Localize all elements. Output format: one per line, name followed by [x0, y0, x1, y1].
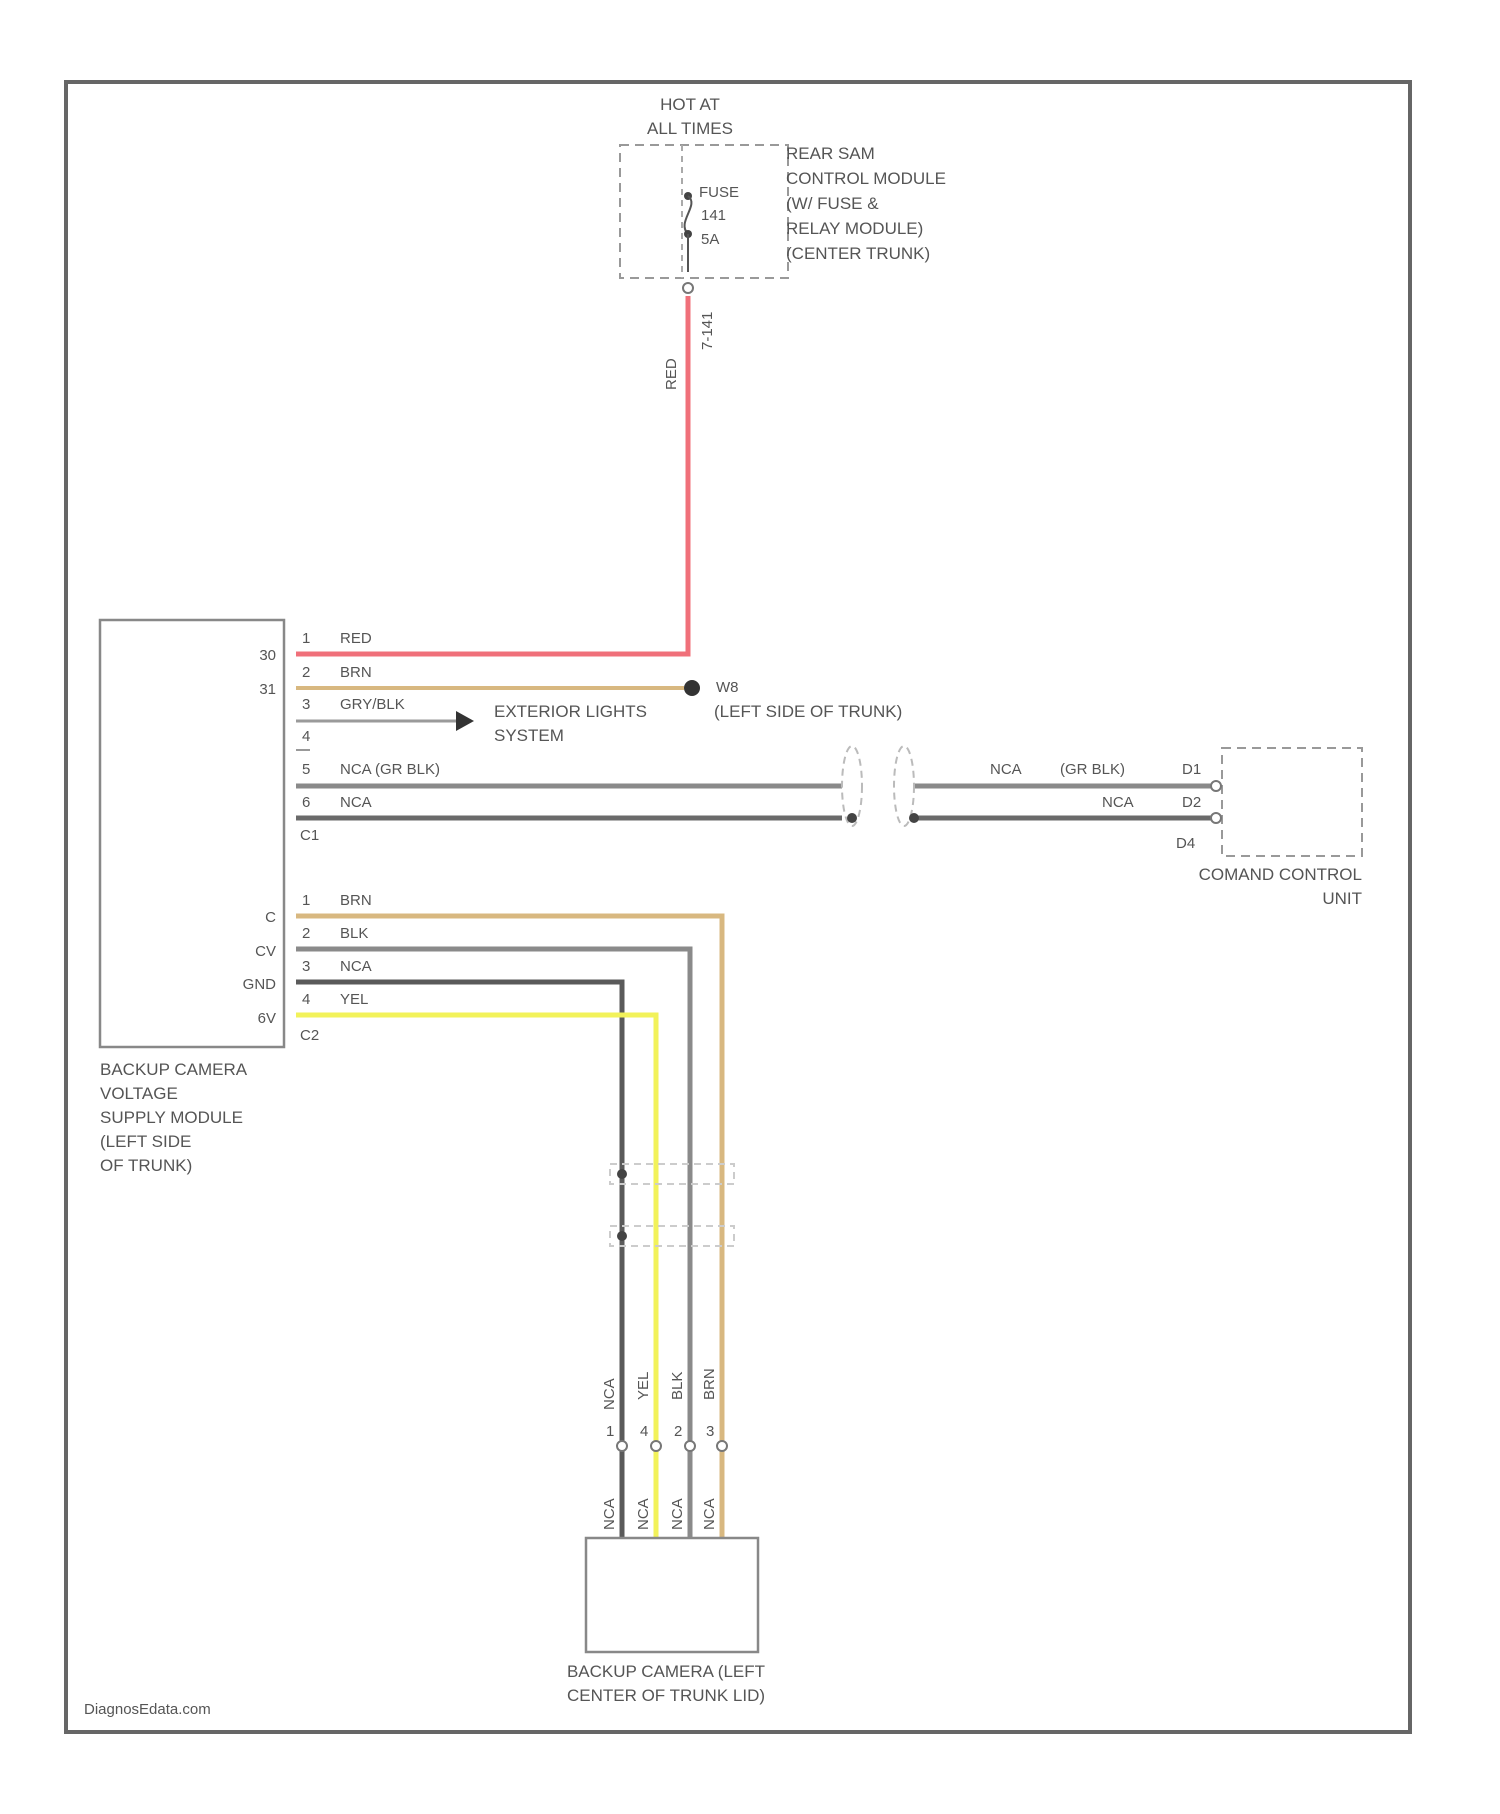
watermark: DiagnosEdata.com [84, 1701, 211, 1718]
c1-wire-5-color: NCA (GR BLK) [340, 761, 440, 778]
voltage-module-line1: BACKUP CAMERA [100, 1060, 248, 1079]
module-pin-31: 31 [259, 681, 276, 698]
camera-pin-3: 3 [706, 1423, 714, 1440]
fuse-number: 141 [701, 207, 726, 224]
comand-pin-d4: D4 [1176, 835, 1195, 852]
rear-sam-line3: (W/ FUSE & [786, 194, 879, 213]
module-pin-gnd: GND [243, 976, 277, 993]
ground-terminal [684, 680, 700, 696]
camera-upper-label-2: YEL [635, 1372, 652, 1400]
c2-wire-1-color: BRN [340, 892, 372, 909]
camera-terminal-1 [617, 1441, 627, 1451]
red-wire-top-pin [683, 283, 693, 293]
backup-camera-line2: CENTER OF TRUNK LID) [567, 1686, 765, 1705]
c2-wire-4-num: 4 [302, 991, 310, 1008]
connector-c1-label: C1 [300, 827, 319, 844]
rear-sam-line1: REAR SAM [786, 144, 875, 163]
c1-wire-3-color: GRY/BLK [340, 696, 405, 713]
camera-upper-label-4: BRN [701, 1368, 718, 1400]
comand-pin-d1-terminal [1211, 781, 1221, 791]
c1-wire-5-num: 5 [302, 761, 310, 778]
comand-wire-label-1: NCA [990, 761, 1022, 778]
exterior-lights-line1: EXTERIOR LIGHTS [494, 702, 647, 721]
camera-pin-2: 2 [674, 1423, 682, 1440]
c2-wire-4-color: YEL [340, 991, 368, 1008]
inline-connector-dot-upper [617, 1169, 627, 1179]
comand-wire-label-3: NCA [1102, 794, 1134, 811]
c1-wire-2-num: 2 [302, 664, 310, 681]
comand-pin-d1: D1 [1182, 761, 1201, 778]
power-source-line1: HOT AT [660, 95, 720, 114]
camera-terminal-3 [717, 1441, 727, 1451]
camera-pin-4: 4 [640, 1423, 648, 1440]
inline-connector-dot-lower [617, 1231, 627, 1241]
fuse-amps: 5A [701, 231, 719, 248]
camera-pin-1: 1 [606, 1423, 614, 1440]
rear-sam-line2: CONTROL MODULE [786, 169, 946, 188]
voltage-module-line3: SUPPLY MODULE [100, 1108, 243, 1127]
c2-wire-3-num: 3 [302, 958, 310, 975]
c1-wire-4-num: 4 [302, 728, 310, 745]
comand-pin-d2-terminal [1211, 813, 1221, 823]
rear-sam-line4: RELAY MODULE) [786, 219, 923, 238]
diagram-frame [66, 82, 1410, 1732]
rear-sam-line5: (CENTER TRUNK) [786, 244, 930, 263]
camera-lower-label-3: NCA [669, 1498, 686, 1530]
c1-wire-2-color: BRN [340, 664, 372, 681]
c2-wire-2-color: BLK [340, 925, 368, 942]
voltage-module-line5: OF TRUNK) [100, 1156, 192, 1175]
camera-terminal-2 [685, 1441, 695, 1451]
voltage-module-line4: (LEFT SIDE [100, 1132, 191, 1151]
comand-wire-label-2: (GR BLK) [1060, 761, 1125, 778]
comand-unit-line1: COMAND CONTROL [1199, 865, 1362, 884]
camera-lower-label-4: NCA [701, 1498, 718, 1530]
ground-location: (LEFT SIDE OF TRUNK) [714, 702, 902, 721]
c2-wire-1-num: 1 [302, 892, 310, 909]
c2-wire-3-color: NCA [340, 958, 372, 975]
module-pin-c: C [265, 909, 276, 926]
module-pin-30: 30 [259, 647, 276, 664]
comand-pin-d2: D2 [1182, 794, 1201, 811]
c1-wire-1-num: 1 [302, 630, 310, 647]
comand-unit-line2: UNIT [1322, 889, 1362, 908]
twisted-pair-dot-right [909, 813, 919, 823]
exterior-lights-line2: SYSTEM [494, 726, 564, 745]
camera-lower-label-1: NCA [601, 1498, 618, 1530]
red-wire-pin-label: 7-141 [699, 312, 716, 350]
ground-id: W8 [716, 679, 739, 696]
red-wire-color-label: RED [663, 358, 680, 390]
c1-wire-6-num: 6 [302, 794, 310, 811]
backup-camera-line1: BACKUP CAMERA (LEFT [567, 1662, 765, 1681]
module-pin-6v: 6V [258, 1010, 276, 1027]
c1-wire-1-color: RED [340, 630, 372, 647]
module-pin-cv: CV [255, 943, 276, 960]
fuse-label: FUSE [699, 184, 739, 201]
twisted-pair-dot-left [847, 813, 857, 823]
voltage-module-line2: VOLTAGE [100, 1084, 178, 1103]
power-source-line2: ALL TIMES [647, 119, 733, 138]
c1-wire-3-num: 3 [302, 696, 310, 713]
camera-terminal-4 [651, 1441, 661, 1451]
c2-wire-2-num: 2 [302, 925, 310, 942]
c1-wire-6-color: NCA [340, 794, 372, 811]
camera-upper-label-3: BLK [669, 1372, 686, 1400]
camera-upper-label-1: NCA [601, 1378, 618, 1410]
connector-c2-label: C2 [300, 1027, 319, 1044]
camera-lower-label-2: NCA [635, 1498, 652, 1530]
